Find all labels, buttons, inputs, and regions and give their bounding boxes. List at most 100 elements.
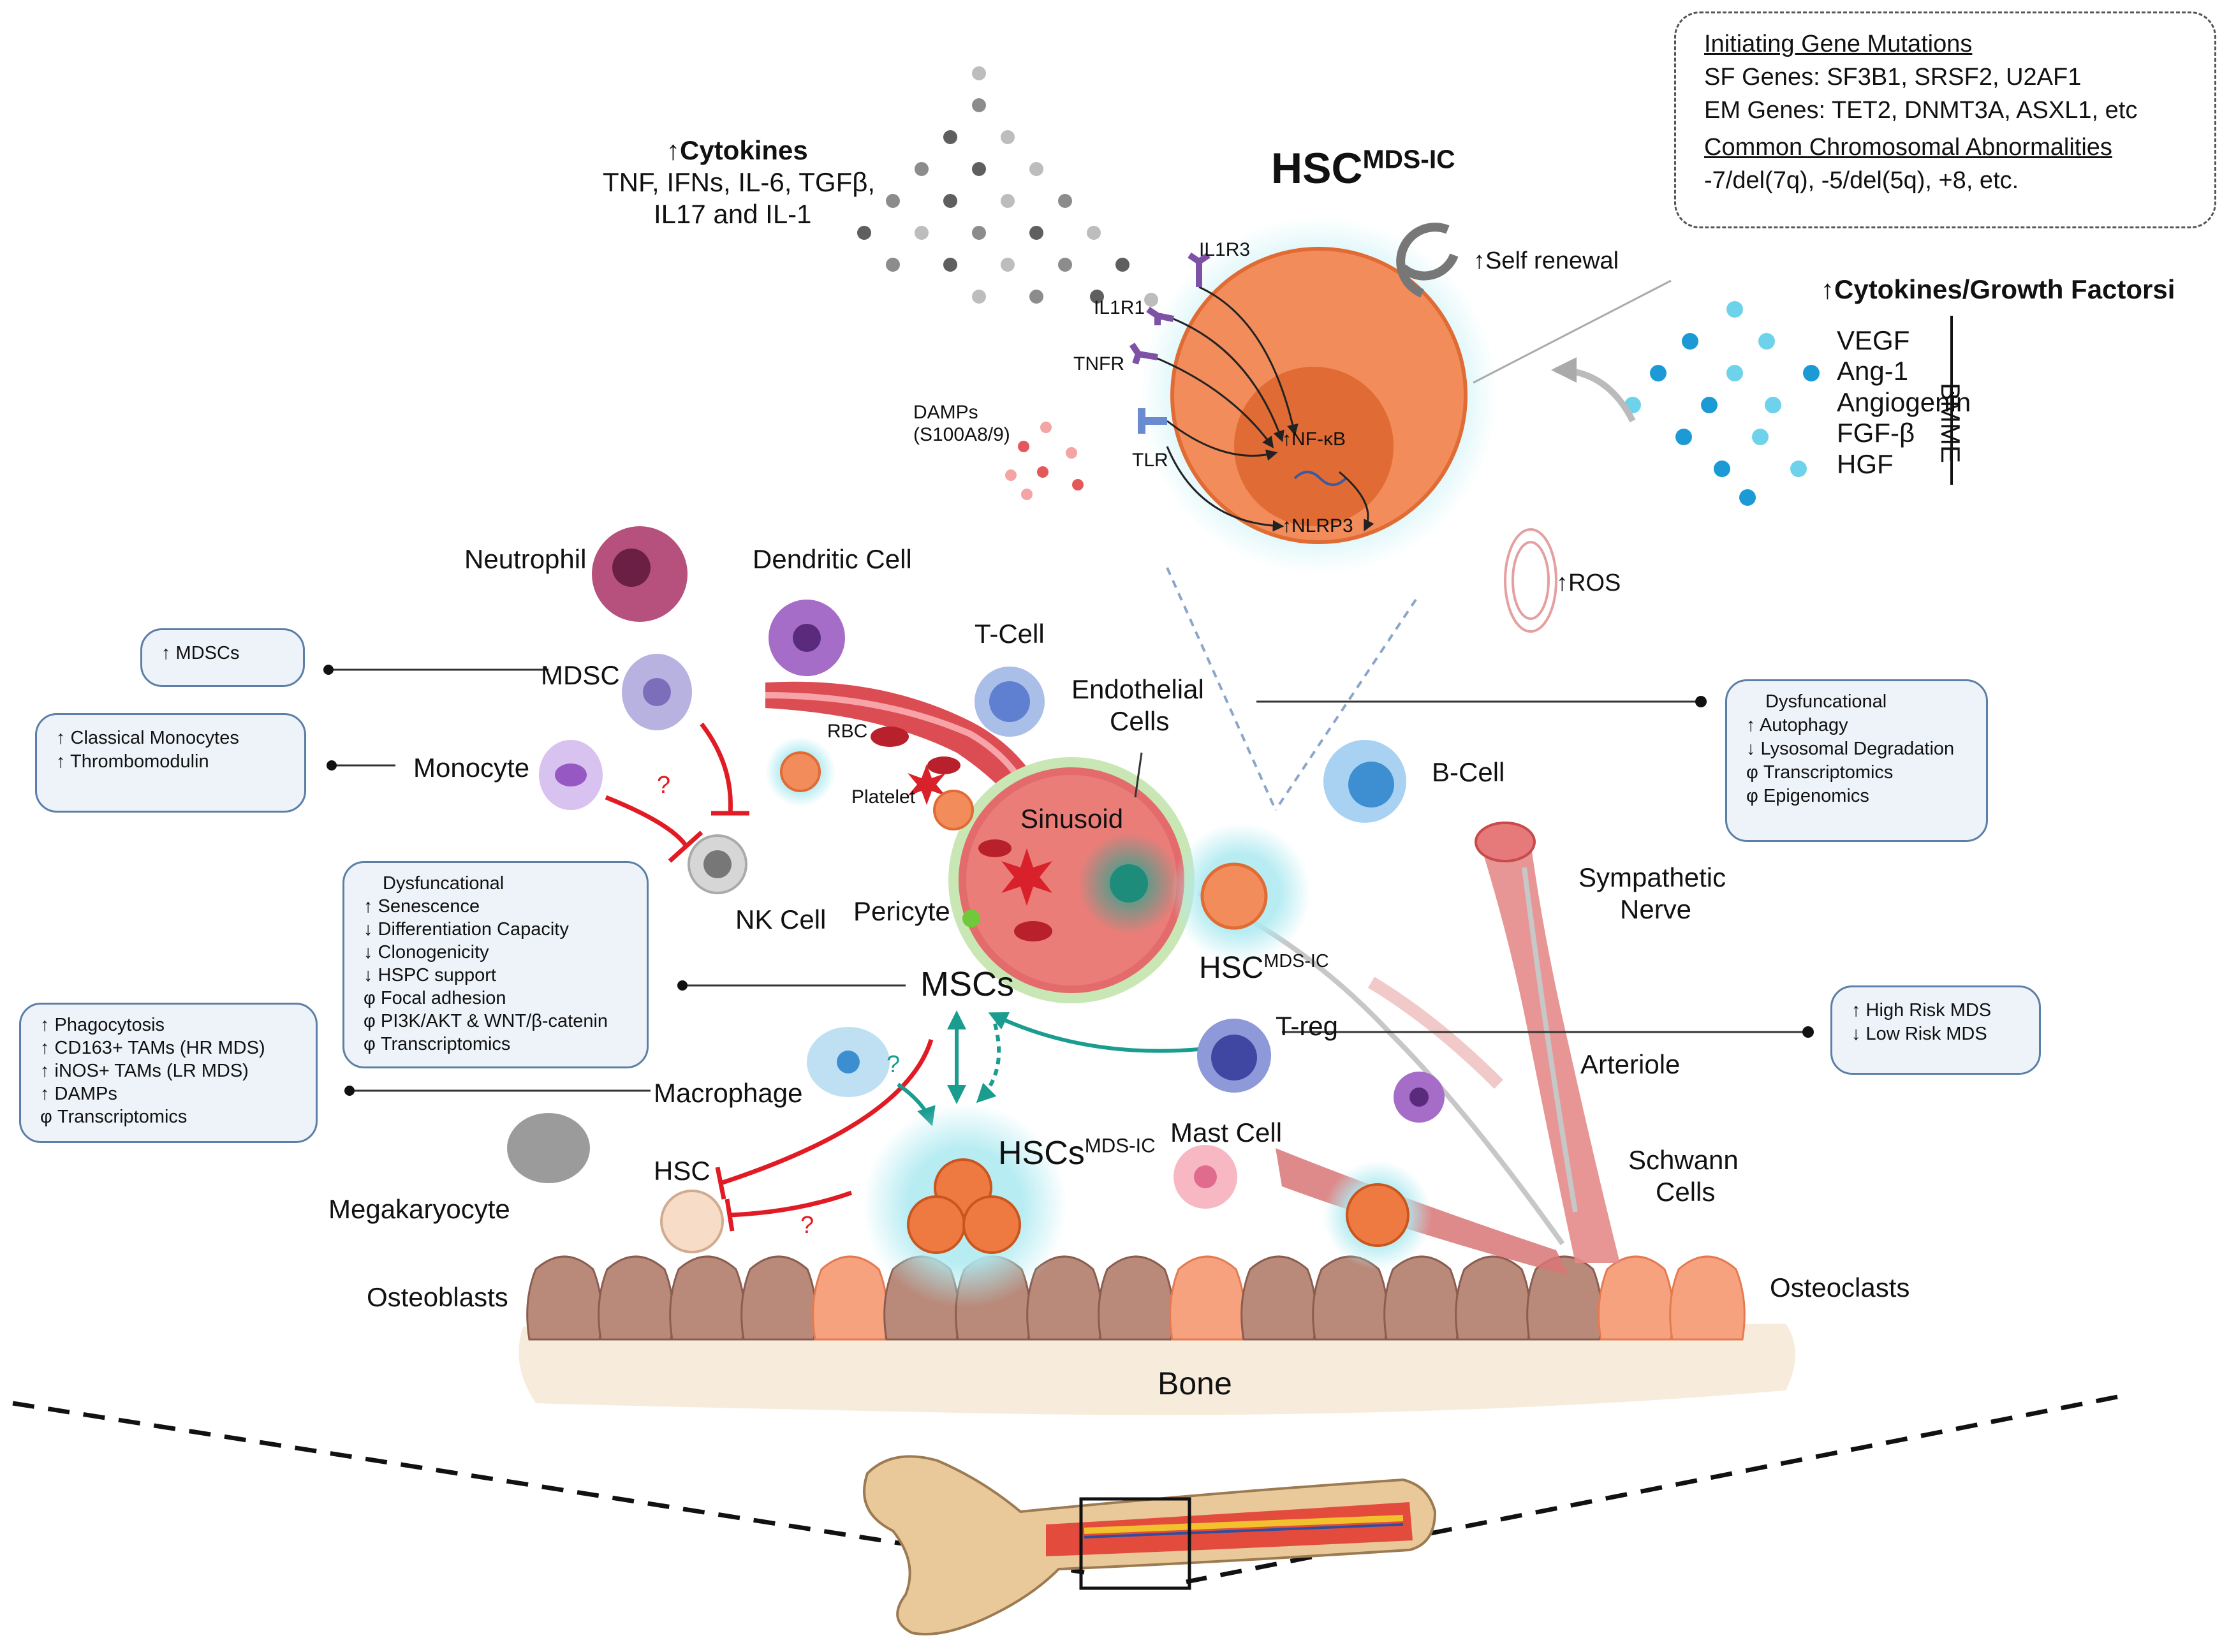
macrophage-box-row-3: ↑ iNOS+ TAMs (LR MDS): [40, 1061, 249, 1081]
neutrophil-nucleus: [612, 549, 651, 587]
particle-dot: [1090, 290, 1104, 304]
particle-dot: [886, 194, 900, 208]
macrophage-box-row-4: ↑ DAMPs: [40, 1084, 117, 1104]
tlr-receptor-icon: [1138, 408, 1167, 434]
particle-dot: [1752, 429, 1769, 445]
particle-dot: [1029, 162, 1043, 176]
growth-factor-angiogenin: Angiogenin: [1837, 387, 1971, 417]
growth-factor-fgfb: FGF-β: [1837, 418, 1915, 448]
macrophage-box-row-1: ↑ Phagocytosis: [40, 1015, 165, 1035]
hsc-mid-cell: [1170, 823, 1311, 963]
growth-factor-dots: [1624, 301, 1820, 506]
zoom-box: [1079, 1497, 1191, 1590]
growth-factor-vegf: VEGF: [1837, 325, 1910, 355]
treg-nucleus: [1211, 1035, 1257, 1080]
osteoclast-cell: [1169, 1255, 1246, 1341]
particle-dot: [1765, 397, 1781, 413]
macrophage-label: Macrophage: [654, 1078, 803, 1108]
monocyte-nucleus: [555, 763, 587, 786]
osteoblast-cell: [598, 1255, 674, 1341]
osteoblast-cell: [1098, 1255, 1174, 1341]
rbc-label: RBC: [827, 721, 868, 742]
treg-box-row-2: ↓ Low Risk MDS: [1851, 1024, 1987, 1044]
particle-dot: [1682, 333, 1698, 350]
mscs-label: MSCs: [920, 965, 1014, 1003]
particle-dot: [1087, 226, 1101, 240]
macrophage-cell: [807, 1027, 890, 1097]
msc-dysfunction-box: Dysfuncational ↑ Senescence ↓ Differenti…: [342, 861, 649, 1068]
particle-dot: [1058, 258, 1072, 272]
receptor-icons: [1129, 252, 1210, 365]
mdsc-nucleus: [643, 678, 671, 706]
monocytes-box-row-2: ↑ Thrombomodulin: [56, 751, 209, 772]
treg-box: ↑ High Risk MDS ↓ Low Risk MDS: [1830, 985, 2041, 1075]
particle-dot: [972, 226, 986, 240]
monocyte-label: Monocyte: [413, 753, 530, 783]
megakaryocyte-label: Megakaryocyte: [328, 1194, 510, 1224]
endothelial-label-2: Cells: [1110, 706, 1170, 736]
cytokines-title: ↑Cytokines: [666, 135, 808, 165]
mdscs-box: ↑ MDSCs: [140, 628, 305, 687]
receptor-tnfr: TNFR: [1073, 353, 1124, 374]
schwann-cells-label-1: Schwann: [1628, 1145, 1739, 1175]
particle-dot: [1726, 301, 1743, 318]
osteoclasts-label: Osteoclasts: [1770, 1272, 1910, 1302]
damp-dots: [1005, 422, 1084, 500]
msc-box-row-3: ↓ Differentiation Capacity: [364, 919, 569, 940]
hsc-glow-vessel: [765, 737, 835, 807]
self-renewal-icon: [1396, 223, 1459, 298]
callout-dots: [323, 665, 1814, 1096]
damps-label-2: (S100A8/9): [913, 424, 1010, 445]
osteoclast-cell: [1669, 1255, 1746, 1341]
msc-box-row-2: ↑ Senescence: [364, 896, 480, 917]
particle-dot: [943, 258, 957, 272]
pericyte-label: Pericyte: [853, 896, 950, 926]
platelet-shape: [908, 764, 946, 805]
msc-box-row-4: ↓ Clonogenicity: [364, 942, 489, 962]
callout-lines: [328, 279, 1808, 1092]
growth-factor-hgf: HGF: [1837, 449, 1894, 479]
hsc-mid-label: HSCMDS-IC: [1199, 951, 1329, 985]
particle-dot: [886, 258, 900, 272]
particle-dot: [1803, 365, 1820, 381]
particle-dot: [1144, 293, 1158, 307]
growth-factor-arrow: [1551, 357, 1636, 423]
particle-dot: [1001, 130, 1015, 144]
gene-mutation-box: Initiating Gene Mutations SF Genes: SF3B…: [1674, 11, 2216, 228]
particle-dot: [1790, 461, 1807, 477]
monocytes-box-row-1: ↑ Classical Monocytes: [56, 728, 239, 748]
hsc-arteriole-cell: [1323, 1161, 1432, 1269]
particle-dot: [1029, 226, 1043, 240]
hsc-platelet-cell: [933, 790, 974, 830]
hsc-small-cell: [660, 1190, 724, 1253]
nfkb-label: ↑NF-κB: [1282, 429, 1346, 450]
zoom-dotted-lines: [1166, 567, 1417, 811]
receptor-tlr: TLR: [1132, 450, 1168, 471]
particle-dot: [1066, 447, 1077, 459]
cytokines-line2: IL17 and IL-1: [654, 199, 812, 229]
schwann-cells-label-2: Cells: [1656, 1177, 1716, 1207]
osteoclast-cell: [812, 1255, 888, 1341]
hscs-cluster: [863, 1103, 1067, 1308]
hsc-mds-ic-title: HSCMDS-IC: [1271, 144, 1455, 193]
sympathetic-nerve-label-2: Nerve: [1620, 894, 1692, 924]
nk-cell-label: NK Cell: [735, 904, 827, 934]
growth-factor-ang1: Ang-1: [1837, 356, 1909, 386]
particle-dot: [1037, 466, 1048, 478]
particle-dot: [943, 130, 957, 144]
bone-base: [519, 1318, 1796, 1415]
osteoclast-cell: [1598, 1255, 1674, 1341]
question-mark-1: ?: [657, 772, 671, 799]
particle-dot: [1001, 258, 1015, 272]
t-cell-label: T-Cell: [975, 619, 1045, 649]
particle-dot: [857, 226, 871, 240]
particle-dot: [1018, 441, 1029, 452]
endothelial-box-row-1: Dysfuncational: [1765, 691, 1887, 712]
particle-dot: [972, 66, 986, 80]
msc-box-row-5: ↓ HSPC support: [364, 965, 496, 985]
gene-box-line-1: SF Genes: SF3B1, SRSF2, U2AF1: [1704, 64, 2082, 91]
platelet-label: Platelet: [851, 786, 916, 808]
macrophage-box-row-5: φ Transcriptomics: [40, 1107, 188, 1127]
msc-box-row-1: Dysfuncational: [383, 873, 504, 894]
